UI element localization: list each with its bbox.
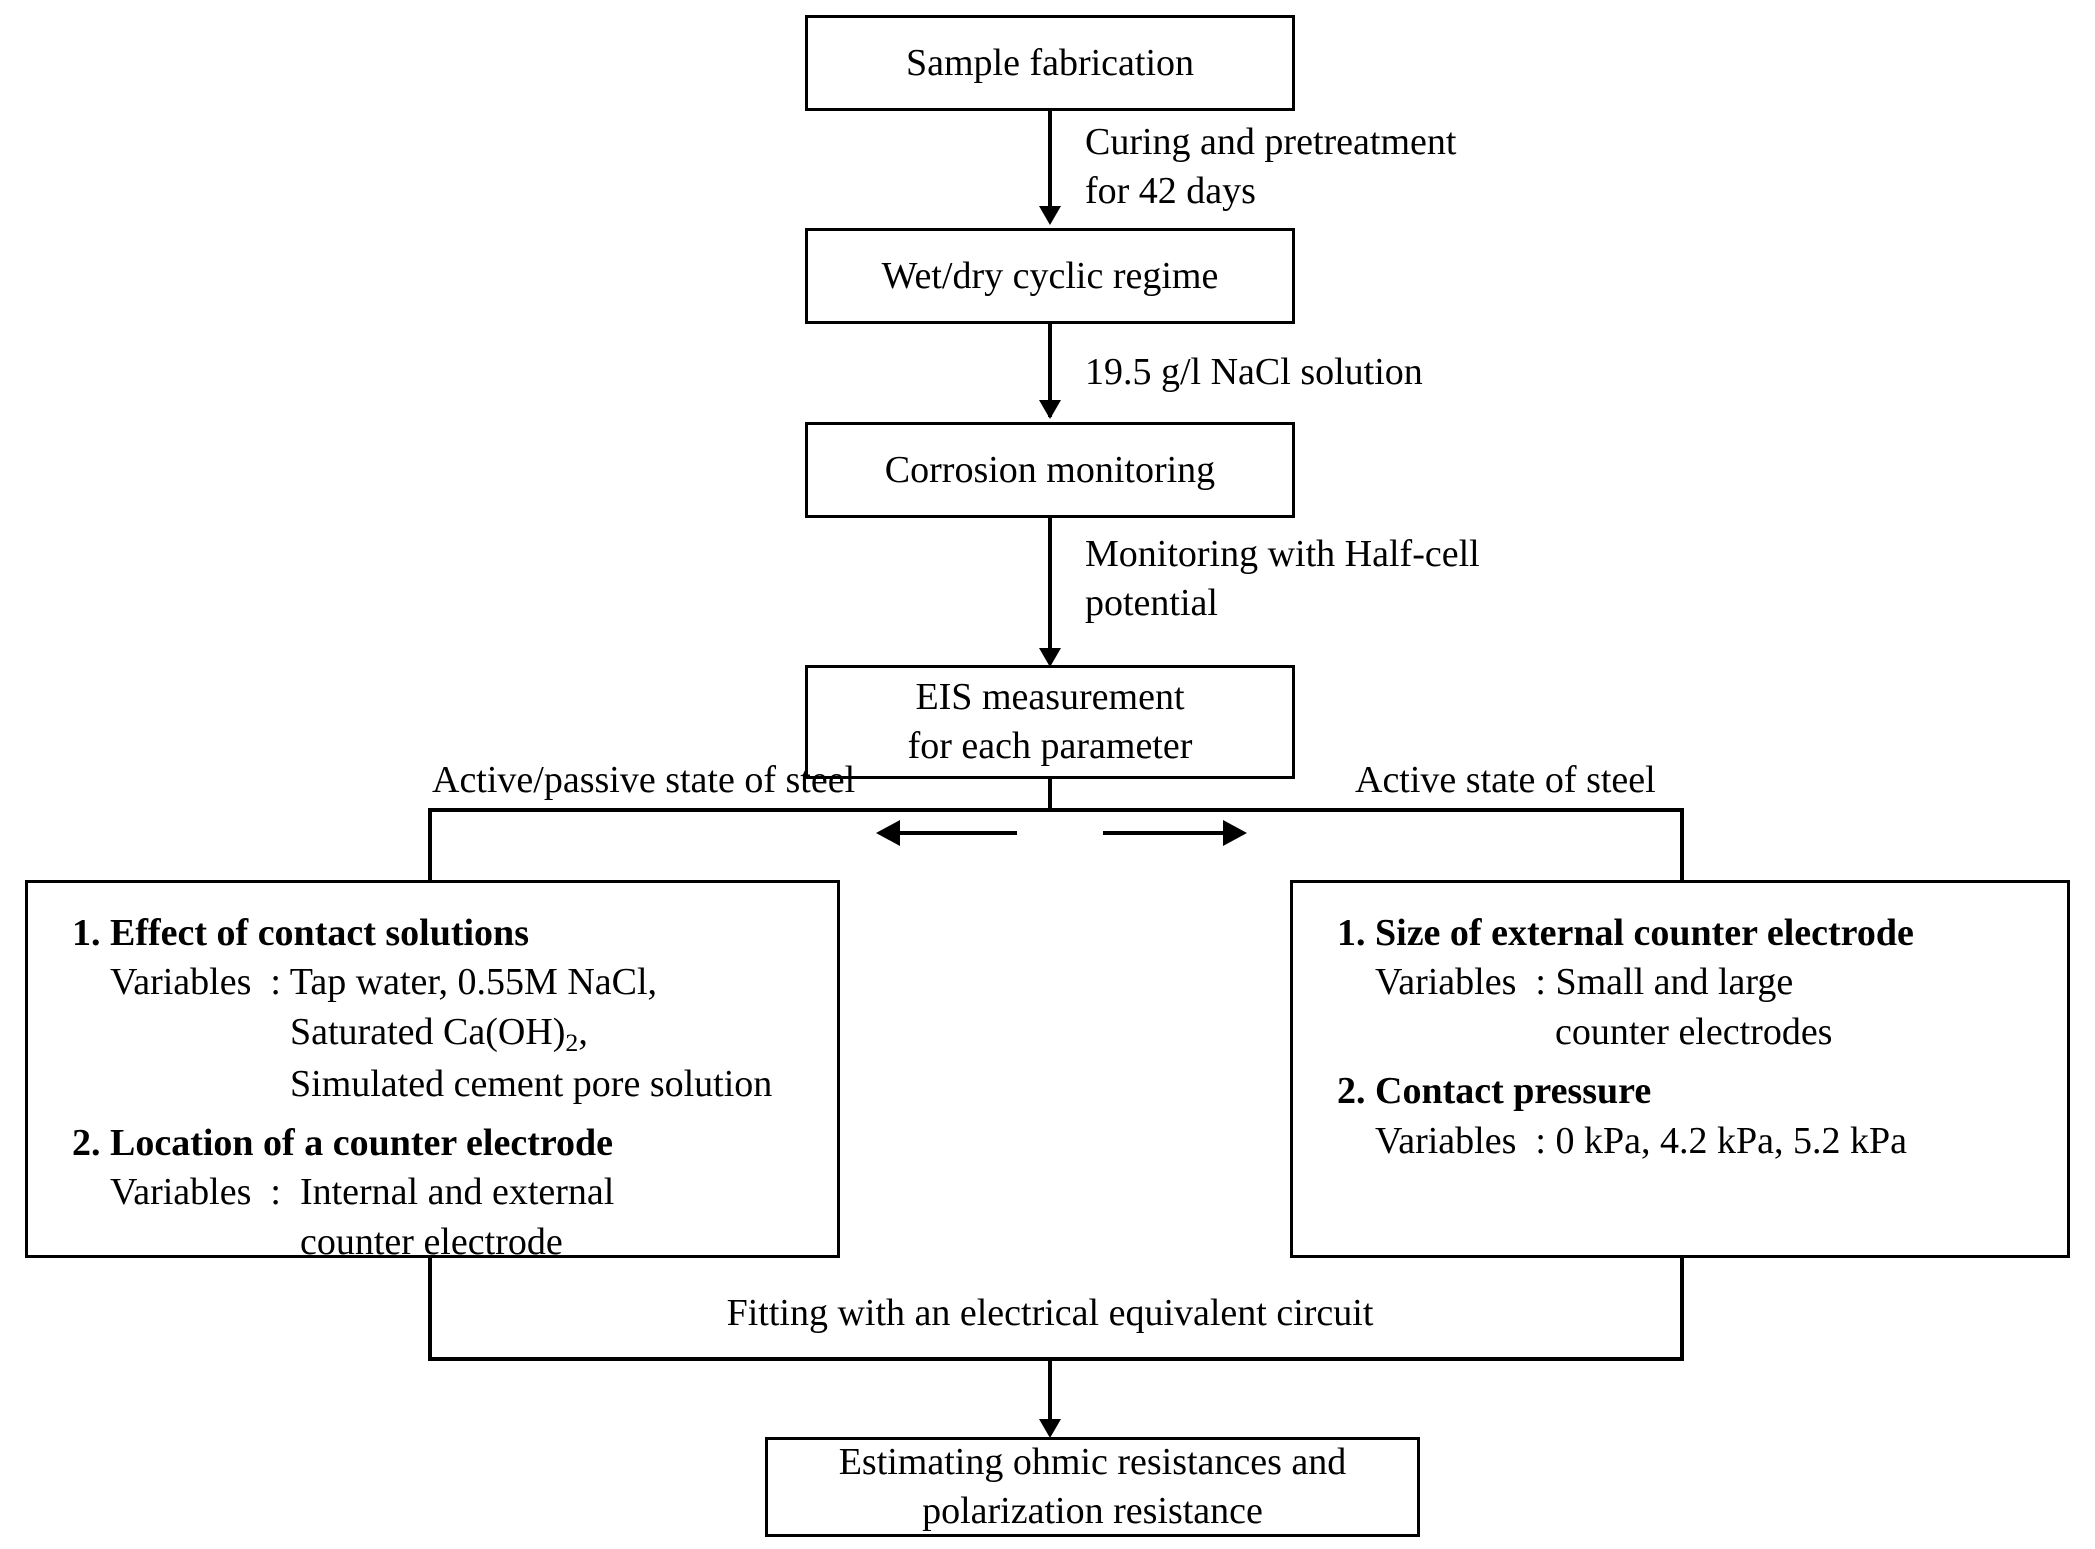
node-eis-measurement-label: EIS measurement for each parameter: [907, 676, 1193, 767]
left-branch-item-1-variables-label: Variables :: [110, 961, 290, 1004]
edge-label-fitting-circuit: Fitting with an electrical equivalent ci…: [726, 1292, 1374, 1334]
arrowhead-fabrication-to-wetdry: [1039, 206, 1061, 225]
node-wet-dry-label: Wet/dry cyclic regime: [881, 254, 1219, 297]
split-arrow-left-shaft: [897, 831, 1017, 835]
node-eis-measurement: EIS measurement for each parameter: [805, 665, 1295, 779]
left-branch-box: 1. Effect of contact solutions Variables…: [25, 880, 840, 1263]
right-branch-item-1-title: 1. Size of external counter electrode: [1337, 912, 1914, 954]
merge-bar-horizontal: [428, 1357, 1684, 1361]
left-branch-item-2-variables-label: Variables :: [110, 1171, 300, 1214]
split-arrow-right-head: [1223, 820, 1247, 846]
connector-left-branch-to-merge: [428, 1258, 432, 1361]
right-branch-item-2: 2. Contact pressure Variables : 0 kPa, 4…: [1337, 1067, 2067, 1166]
edge-label-curing: Curing and pretreatment for 42 days: [1085, 121, 1457, 213]
right-branch-item-1: 1. Size of external counter electrode Va…: [1337, 909, 2067, 1057]
node-sample-fabrication-label: Sample fabrication: [905, 41, 1195, 84]
node-sample-fabrication: Sample fabrication: [805, 15, 1295, 111]
node-corrosion-monitoring: Corrosion monitoring: [805, 422, 1295, 518]
connector-corrosion-to-eis: [1048, 518, 1052, 658]
left-branch-item-1-variable-line-2: Saturated Ca(OH)2,: [290, 1010, 588, 1058]
edge-label-halfcell-potential: Monitoring with Half-cell potential: [1085, 533, 1480, 625]
branch-label-active-passive: Active/passive state of steel: [432, 759, 856, 801]
right-branch-box: 1. Size of external counter electrode Va…: [1290, 880, 2070, 1258]
left-branch-item-1-variable-line-1: Tap water, 0.55M NaCl,: [289, 961, 658, 1004]
branch-label-active: Active state of steel: [1355, 759, 1656, 801]
left-branch-item-2-variables: Variables : Internal and external: [72, 1168, 837, 1217]
left-branch-item-2: 2. Location of a counter electrode Varia…: [72, 1119, 837, 1267]
right-branch-item-1-variable-line-1: Small and large: [1555, 961, 1794, 1004]
right-branch-item-1-variable-line-2: counter electrodes: [1555, 1010, 1833, 1053]
node-final-result-label: Estimating ohmic resistances and polariz…: [838, 1441, 1347, 1532]
left-branch-item-2-variable-line-2: counter electrode: [300, 1220, 563, 1263]
connector-eis-to-split: [1048, 779, 1052, 810]
right-branch-item-1-variables: Variables : Small and large: [1337, 958, 2067, 1007]
left-branch-item-2-title: 2. Location of a counter electrode: [72, 1122, 614, 1164]
connector-wetdry-to-corrosion: [1048, 324, 1052, 417]
node-corrosion-monitoring-label: Corrosion monitoring: [884, 448, 1216, 491]
split-arrow-left-head: [876, 820, 900, 846]
node-final-result: Estimating ohmic resistances and polariz…: [765, 1437, 1420, 1537]
left-branch-item-1-title: 1. Effect of contact solutions: [72, 912, 529, 954]
arrowhead-wetdry-to-corrosion: [1039, 400, 1061, 419]
split-bar-horizontal: [428, 808, 1684, 812]
connector-merge-to-final: [1048, 1357, 1052, 1429]
connector-right-branch-to-merge: [1680, 1258, 1684, 1361]
left-branch-item-2-variable-line-1: Internal and external: [299, 1171, 615, 1214]
node-wet-dry-cyclic-regime: Wet/dry cyclic regime: [805, 228, 1295, 324]
edge-label-nacl-solution: 19.5 g/l NaCl solution: [1085, 351, 1423, 393]
arrowhead-merge-to-final: [1039, 1419, 1061, 1438]
split-arrow-right-shaft: [1103, 831, 1223, 835]
right-branch-item-1-variables-label: Variables :: [1375, 961, 1556, 1004]
left-branch-item-1: 1. Effect of contact solutions Variables…: [72, 909, 837, 1109]
arrowhead-corrosion-to-eis: [1039, 648, 1061, 667]
right-branch-item-2-variables-label: Variables :: [1375, 1119, 1556, 1162]
connector-split-to-right-branch: [1680, 808, 1684, 883]
right-branch-item-2-variable-line-1: 0 kPa, 4.2 kPa, 5.2 kPa: [1555, 1119, 1907, 1162]
subscript-two: 2: [565, 1028, 579, 1058]
left-branch-item-1-variable-line-3: Simulated cement pore solution: [290, 1062, 773, 1105]
right-branch-item-2-variables: Variables : 0 kPa, 4.2 kPa, 5.2 kPa: [1337, 1117, 2067, 1166]
left-branch-item-1-variables: Variables : Tap water, 0.55M NaCl,: [72, 958, 837, 1007]
connector-fabrication-to-wetdry: [1048, 111, 1052, 209]
right-branch-item-2-title: 2. Contact pressure: [1337, 1070, 1652, 1113]
connector-split-to-left-branch: [428, 808, 432, 883]
